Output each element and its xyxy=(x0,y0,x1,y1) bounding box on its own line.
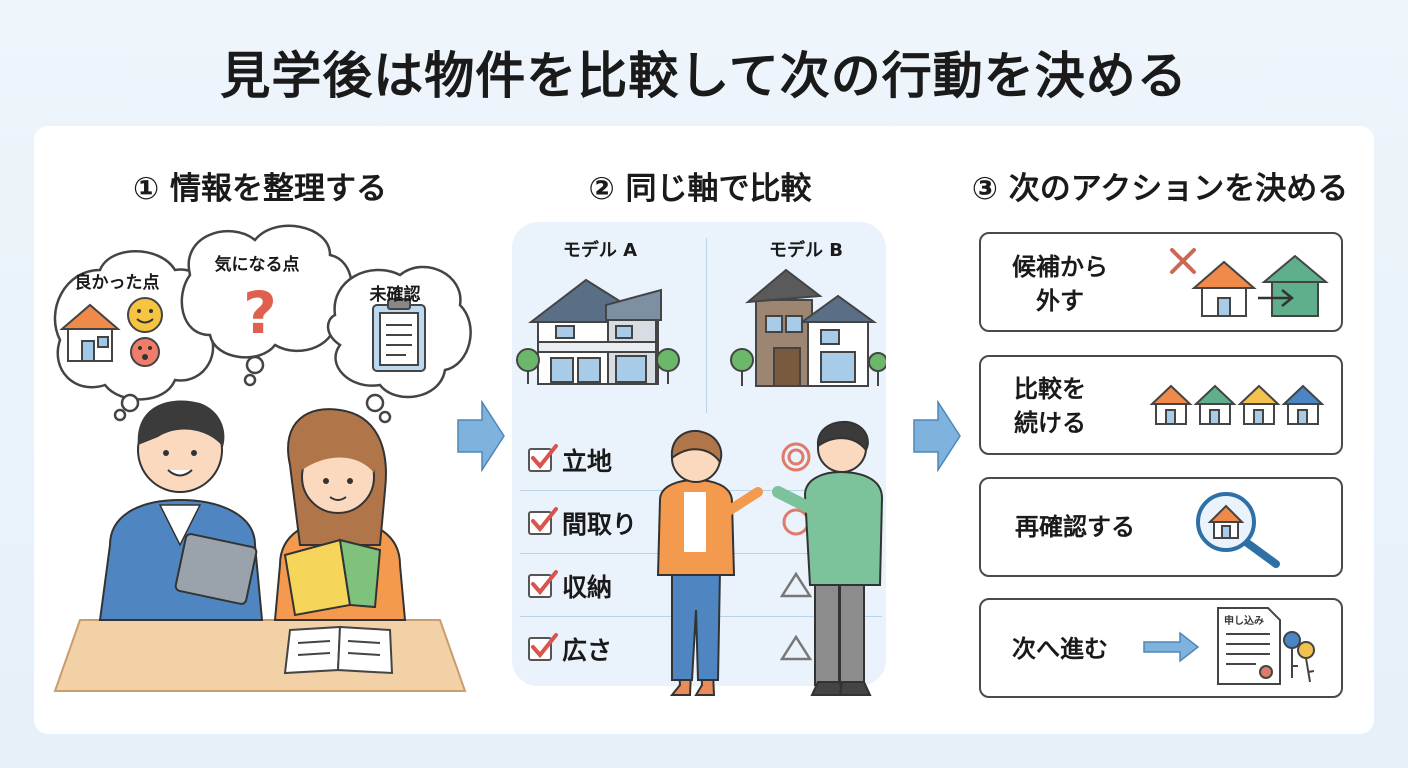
criterion-label: 広さ xyxy=(562,636,613,665)
criterion-row: 間取り xyxy=(528,505,637,541)
bubble-label-good: 良かった点 xyxy=(74,273,160,293)
page-title: 見学後は物件を比較して次の行動を決める xyxy=(220,47,1188,105)
house-icon xyxy=(1191,260,1257,317)
model-a-house-icon xyxy=(516,278,680,385)
model-houses xyxy=(516,268,886,387)
man-person xyxy=(98,400,264,621)
magnifier-house-icon xyxy=(1196,492,1280,568)
question-mark-icon: ? xyxy=(243,279,277,347)
step-3-title: ③ 次のアクションを決める xyxy=(971,171,1349,207)
house-icon xyxy=(1281,384,1325,425)
action-label: 比較を 続ける xyxy=(1014,375,1086,437)
action-label: 再確認する xyxy=(1015,513,1135,541)
man-pointing-person xyxy=(772,420,884,696)
notebook-icon xyxy=(283,625,394,675)
bubble-label-unchecked: 未確認 xyxy=(369,285,421,305)
arrow-right-icon xyxy=(1258,289,1295,307)
model-b-label: モデル B xyxy=(769,240,843,261)
house-icon xyxy=(1237,384,1281,425)
key-icon xyxy=(1283,631,1315,683)
organize-illustration: ? xyxy=(53,224,472,692)
bubble-label-concern: 気になる点 xyxy=(214,255,300,275)
triangle-mark-icon xyxy=(780,571,813,598)
model-b-house-icon xyxy=(730,268,886,387)
arrow-right-icon xyxy=(1143,631,1200,663)
criterion-row: 立地 xyxy=(528,442,612,478)
cross-mark-icon xyxy=(1170,248,1196,274)
checkbox-checked-icon xyxy=(528,570,558,598)
step-1-title: ① 情報を整理する xyxy=(132,171,388,207)
checkbox-checked-icon xyxy=(528,633,558,661)
double-circle-mark-icon xyxy=(781,442,811,472)
house-icon xyxy=(1150,384,1193,425)
woman-person xyxy=(273,408,407,621)
house-icon xyxy=(1193,384,1237,425)
criterion-label: 収納 xyxy=(562,573,613,602)
table xyxy=(53,619,467,692)
criterion-label: 間取り xyxy=(562,510,638,539)
arrow-right-icon xyxy=(913,400,961,472)
action-recheck xyxy=(979,477,1343,577)
criterion-row: 広さ xyxy=(528,631,612,667)
model-divider xyxy=(706,238,707,413)
criterion-label: 立地 xyxy=(562,447,613,476)
action-label: 候補から 外す xyxy=(1012,253,1108,315)
remove-house-icons xyxy=(1170,248,1329,317)
arrow-right-icon xyxy=(457,400,505,472)
criterion-row: 収納 xyxy=(528,568,612,604)
step-2-title: ② 同じ軸で比較 xyxy=(588,171,812,207)
document-icon xyxy=(1217,607,1281,685)
house-icon xyxy=(1261,254,1329,317)
checkbox-checked-icon xyxy=(528,507,558,535)
house-icon xyxy=(59,303,121,362)
triangle-mark-icon xyxy=(780,634,813,661)
woman-pointing-person xyxy=(656,430,763,696)
discussion-illustration xyxy=(656,420,884,696)
clipboard-icon xyxy=(372,298,426,372)
checkbox-checked-icon xyxy=(528,444,558,472)
model-a-label: モデル A xyxy=(562,240,638,261)
document-title: 申し込み xyxy=(1224,614,1264,627)
rating-marks xyxy=(780,442,813,661)
action-label: 次へ進む xyxy=(1012,635,1108,663)
application-keys-icon: 申し込み xyxy=(1217,607,1315,685)
smile-face-icon xyxy=(127,297,163,333)
house-row-icons xyxy=(1150,384,1325,425)
worried-face-icon xyxy=(130,337,160,367)
